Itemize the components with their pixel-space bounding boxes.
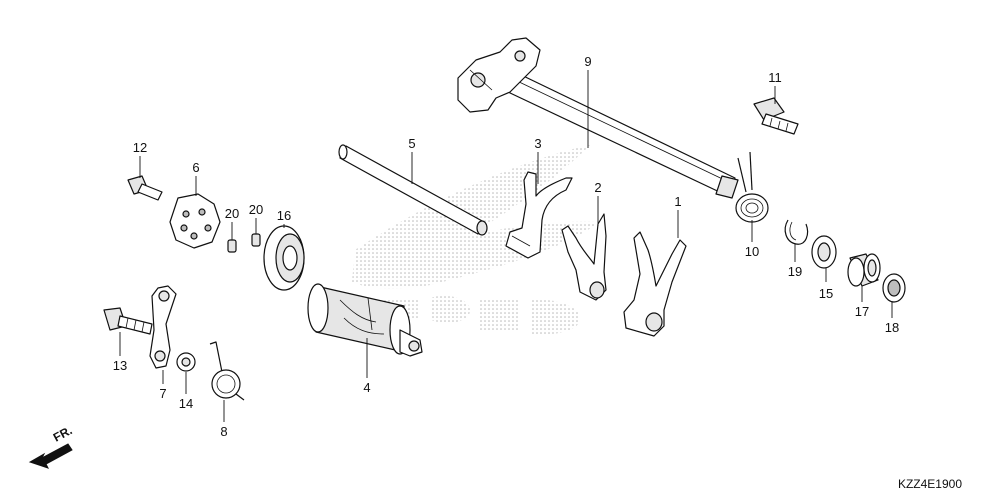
callouts: 9 11 10 19 15 17 18 5 3 2 1 4 16 20 20 6…	[113, 54, 899, 439]
callout-15: 15	[819, 286, 833, 301]
callout-10: 10	[745, 244, 759, 259]
part-3-shift-fork	[505, 171, 573, 259]
part-8-stopper-spring	[209, 341, 245, 401]
part-13-bolt	[103, 307, 153, 335]
callout-18: 18	[885, 320, 899, 335]
part-19-circlip	[784, 219, 809, 245]
part-12-bolt	[127, 175, 163, 201]
leader-lines	[119, 70, 893, 422]
callout-2: 2	[594, 180, 601, 195]
front-direction-indicator: FR.	[28, 423, 75, 469]
part-4-shift-drum	[307, 283, 423, 357]
callout-9: 9	[584, 54, 591, 69]
callout-5: 5	[408, 136, 415, 151]
part-2-shift-fork	[561, 213, 607, 301]
part-17-needle-bearing	[847, 253, 881, 287]
callout-4: 4	[363, 380, 370, 395]
diagram-code: KZZ4E1900	[898, 477, 962, 491]
part-14-collar	[176, 352, 196, 372]
callout-8: 8	[220, 424, 227, 439]
callout-12: 12	[133, 140, 147, 155]
callout-6: 6	[192, 160, 199, 175]
part-20-dowel-pins	[227, 233, 261, 253]
callout-3: 3	[534, 136, 541, 151]
callout-14: 14	[179, 396, 193, 411]
part-18-oil-seal	[882, 273, 906, 303]
part-6-drum-center	[169, 193, 221, 249]
part-16-bearing	[263, 225, 305, 291]
part-11-bolt	[753, 97, 799, 135]
callout-13: 13	[113, 358, 127, 373]
part-7-stopper-arm	[149, 285, 177, 369]
front-direction-label: FR.	[51, 423, 75, 444]
part-9-gearshift-spindle	[457, 37, 739, 199]
callout-20-a: 20	[225, 206, 239, 221]
callout-17: 17	[855, 304, 869, 319]
callout-20-b: 20	[249, 202, 263, 217]
callout-16: 16	[277, 208, 291, 223]
part-15-washer	[811, 235, 837, 269]
callout-7: 7	[159, 386, 166, 401]
part-5-fork-shaft	[338, 144, 488, 236]
callout-19: 19	[788, 264, 802, 279]
part-1-shift-fork	[623, 231, 687, 337]
part-10-return-spring	[735, 151, 769, 223]
front-arrow-icon	[28, 443, 73, 469]
callout-1: 1	[674, 194, 681, 209]
callout-11: 11	[768, 70, 782, 85]
